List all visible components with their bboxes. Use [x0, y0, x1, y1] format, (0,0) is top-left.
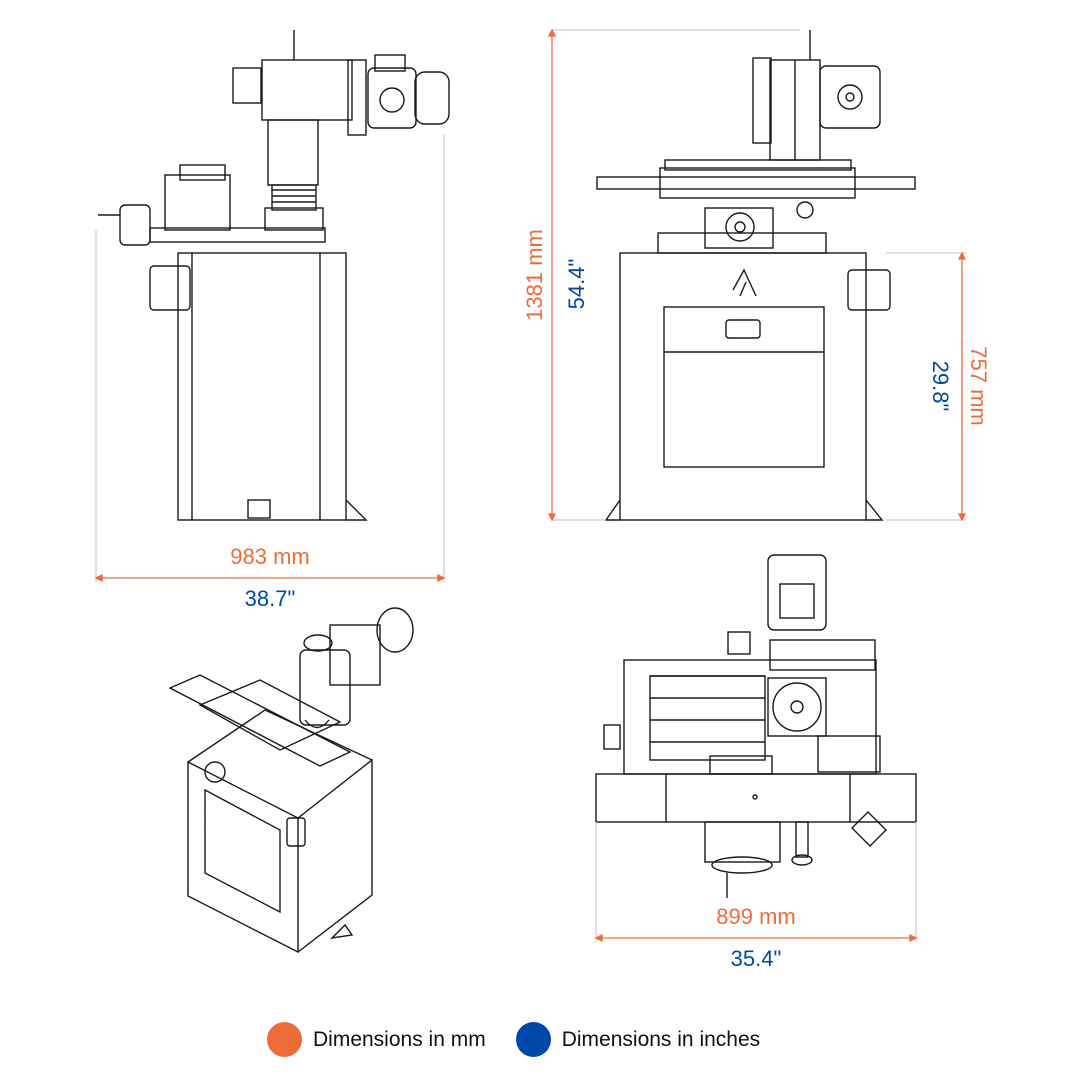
blue-dot-icon [515, 1022, 551, 1057]
legend-label: Dimensions in mm [313, 1027, 486, 1051]
top-width-in-label: 35.4" [730, 946, 782, 971]
side-width-in-label: 38.7" [244, 586, 296, 611]
cabinet-height-in-label: 29.8" [928, 360, 953, 412]
side-view [98, 30, 450, 521]
orange-dot-icon [267, 1022, 302, 1057]
dimension-lines [94, 28, 967, 943]
front-height-in-label: 54.4" [564, 258, 589, 310]
legend-item-mm: Dimensions in mm [267, 1022, 486, 1057]
legend-item-inches: Dimensions in inches [515, 1022, 761, 1057]
legend-label: Dimensions in inches [561, 1027, 761, 1051]
cabinet-height-mm-label: 757 mm [966, 346, 991, 426]
top-width-mm-label: 899 mm [716, 904, 796, 929]
top-view [595, 554, 917, 898]
front-height-mm-label: 1381 mm [522, 229, 547, 321]
legend: Dimensions in mm Dimensions in inches [267, 1022, 790, 1057]
front-view [596, 30, 916, 521]
side-width-mm-label: 983 mm [230, 544, 310, 569]
isometric-view [168, 607, 414, 954]
